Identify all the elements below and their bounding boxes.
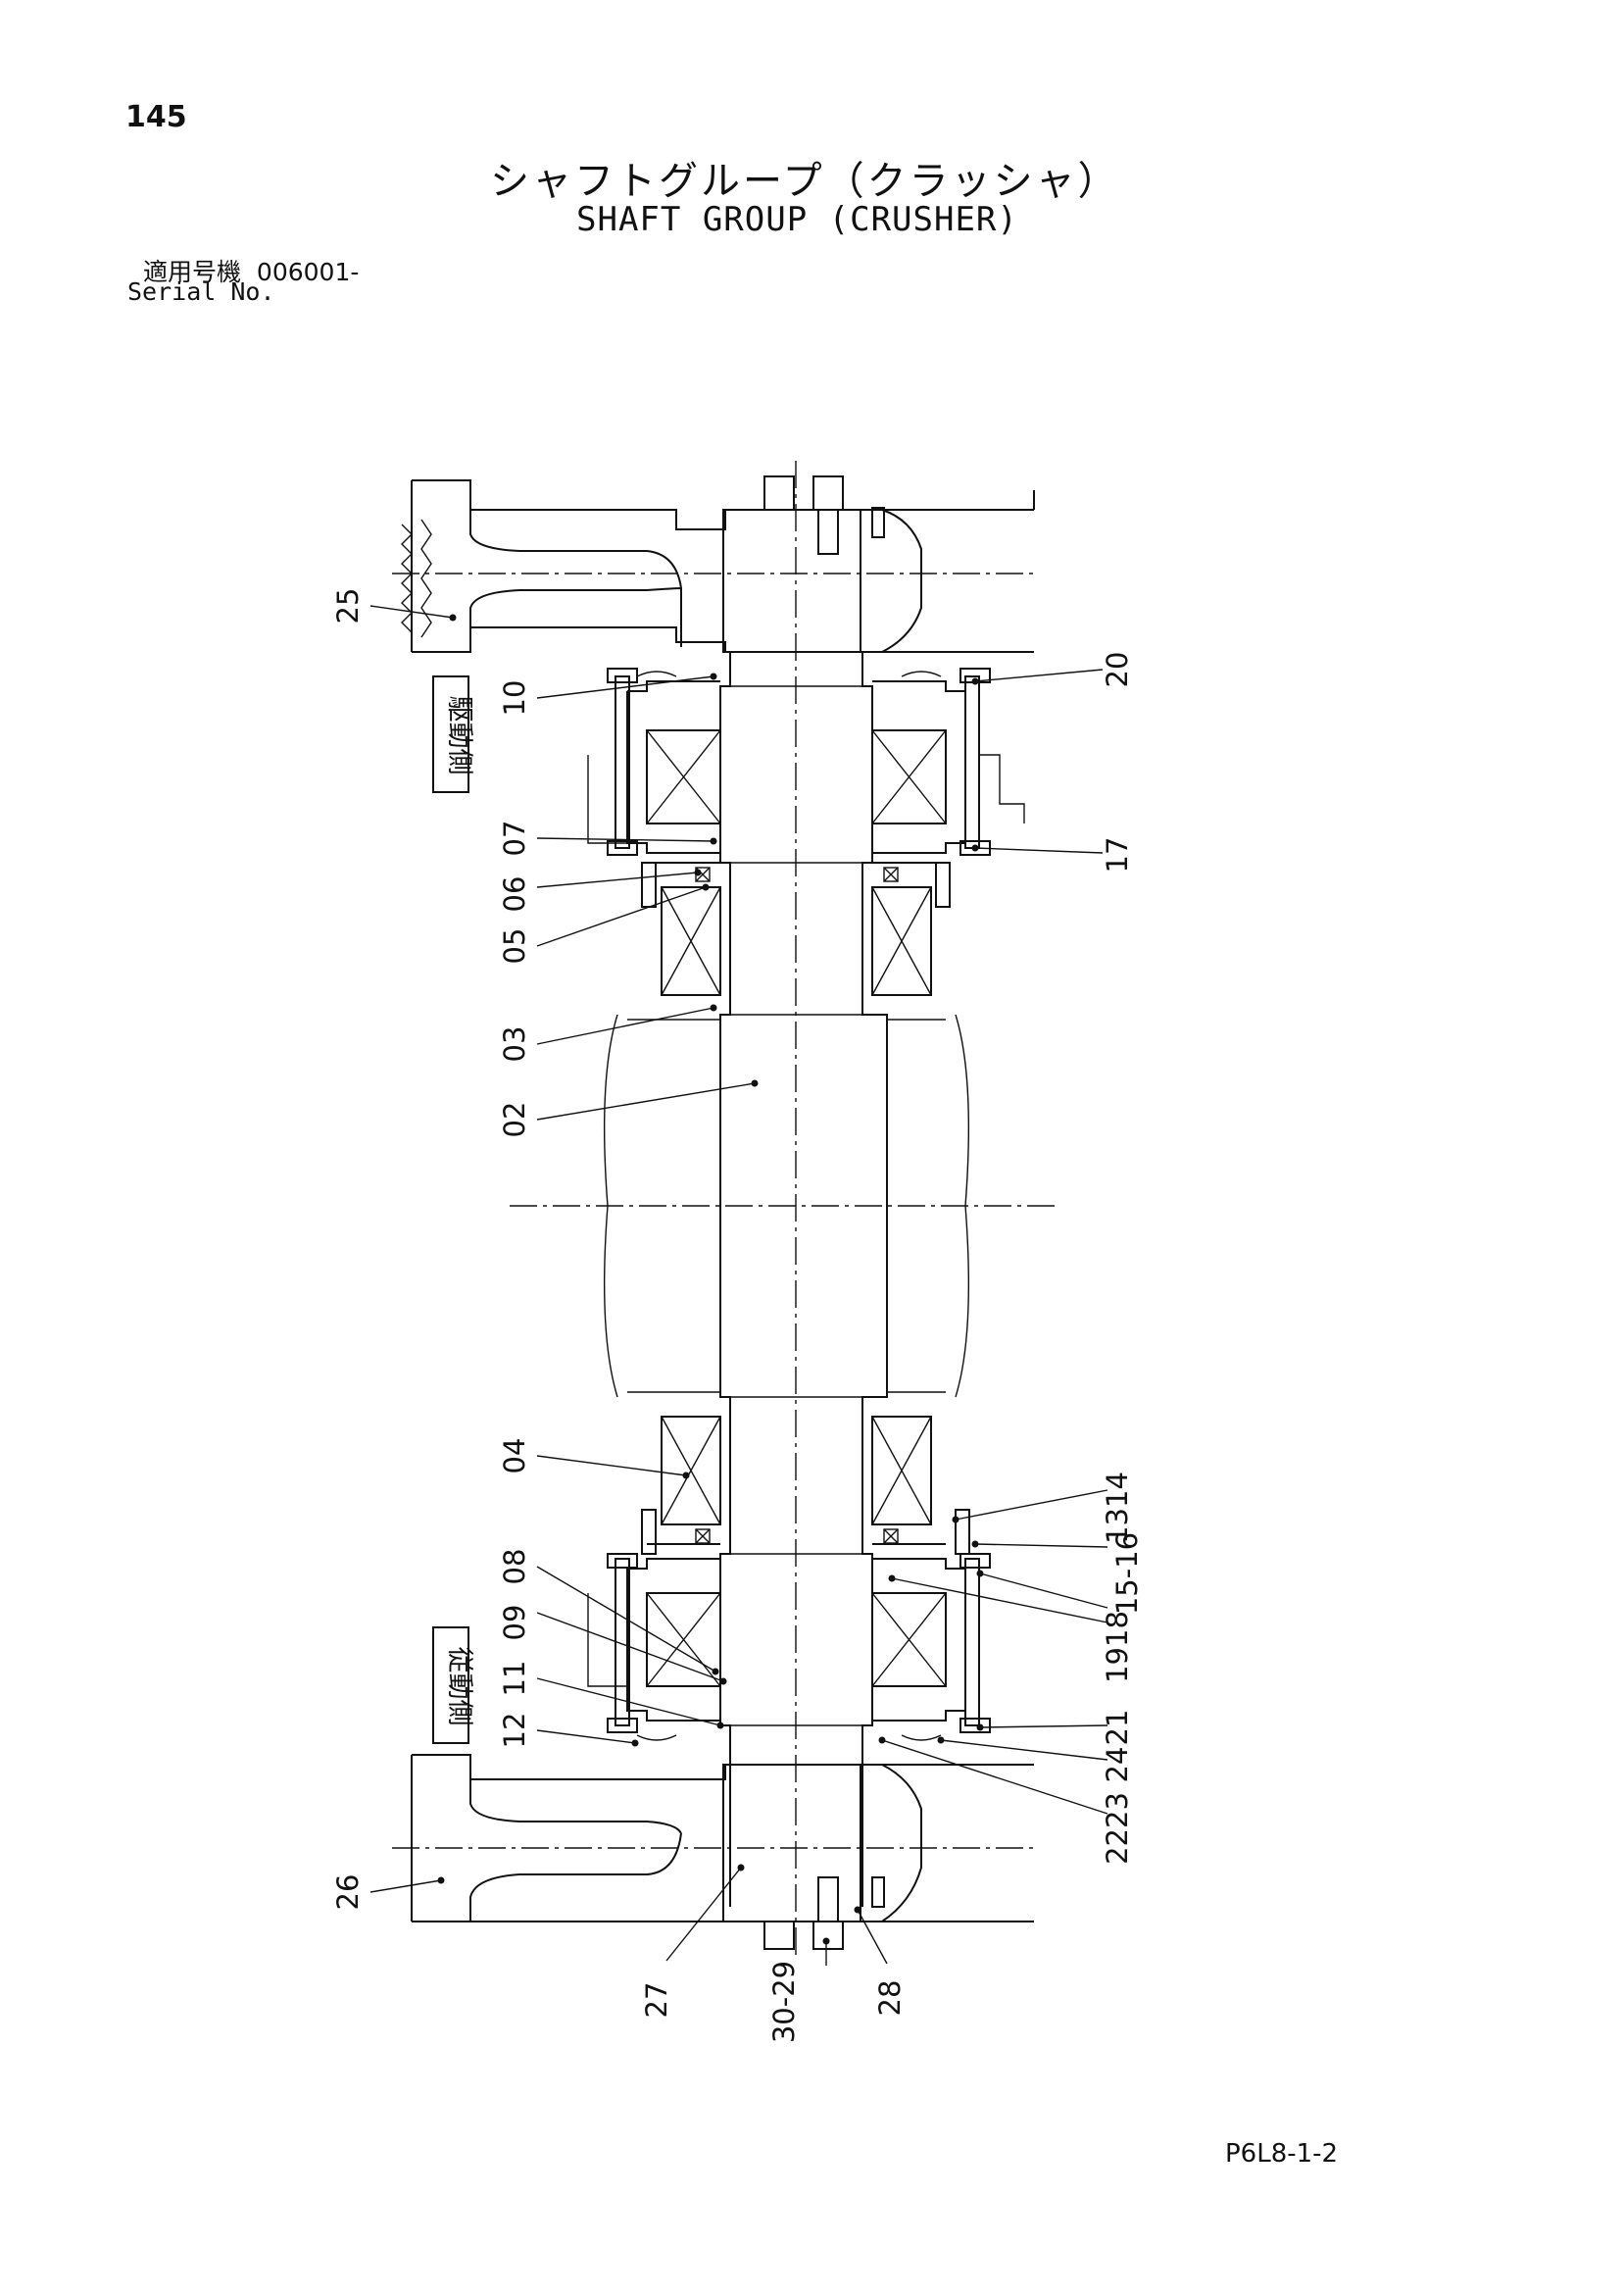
center-lines — [392, 461, 1058, 1961]
upper-coupling-flange — [401, 475, 1035, 653]
part-label-25: 25 — [331, 588, 365, 624]
part-label-09: 09 — [498, 1605, 531, 1641]
part-label-27: 27 — [640, 1982, 673, 2019]
serial-label-english: Serial No. — [127, 277, 275, 306]
leader-lines — [369, 605, 1108, 1966]
part-numbers-right: 20 17 1314 15-16 1918 21 24 2223 — [1101, 652, 1144, 1865]
driven-side-tag: 従動側 — [432, 1626, 474, 1744]
lower-coupling-flange — [411, 1754, 1034, 1950]
lower-drum-bearing — [641, 1416, 970, 1555]
document-code: P6L8-1-2 — [1225, 2139, 1339, 2169]
page-title-english: SHAFT GROUP (CRUSHER) — [576, 200, 1018, 239]
upper-drum-bearing — [641, 862, 951, 996]
serial-applicability: 適用号機 006001- — [143, 253, 359, 288]
serial-number-value: 006001- — [256, 258, 360, 286]
serial-label-japanese: 適用号機 — [143, 258, 242, 286]
part-label-15-16: 15-16 — [1110, 1532, 1144, 1615]
part-label-30-29: 30-29 — [767, 1961, 801, 2043]
driven-side-label: 従動側 — [444, 1647, 474, 1726]
part-label-17: 17 — [1101, 837, 1134, 873]
upper-bearing-housing — [587, 668, 1025, 856]
page-title-japanese: シャフトグループ（クラッシャ） — [490, 159, 1120, 204]
part-label-22-23: 2223 — [1101, 1792, 1134, 1865]
part-label-03: 03 — [498, 1026, 531, 1063]
page-number: 145 — [125, 100, 187, 134]
part-label-08: 08 — [498, 1549, 531, 1585]
lower-bearing-housing — [587, 1553, 991, 1741]
part-label-12: 12 — [498, 1713, 531, 1749]
part-label-05: 05 — [498, 928, 531, 965]
part-label-04: 04 — [498, 1438, 531, 1474]
drive-side-tag: 駆動側 — [432, 675, 474, 793]
drive-side-label: 駆動側 — [444, 696, 474, 775]
part-label-26: 26 — [331, 1874, 365, 1911]
part-label-06: 06 — [498, 876, 531, 913]
part-label-28: 28 — [873, 1980, 907, 2017]
main-shaft — [719, 652, 888, 1907]
part-label-11: 11 — [498, 1661, 531, 1697]
part-label-10: 10 — [498, 680, 531, 717]
part-label-02: 02 — [498, 1102, 531, 1138]
part-label-19-18: 1918 — [1101, 1611, 1134, 1683]
part-label-24: 24 — [1101, 1747, 1134, 1783]
part-label-07: 07 — [498, 821, 531, 857]
part-label-21: 21 — [1101, 1710, 1134, 1746]
part-label-13-14: 1314 — [1101, 1472, 1134, 1544]
part-label-20: 20 — [1101, 652, 1134, 688]
part-numbers: 25 10 07 06 05 03 02 04 08 09 11 12 26 2… — [331, 588, 907, 2044]
